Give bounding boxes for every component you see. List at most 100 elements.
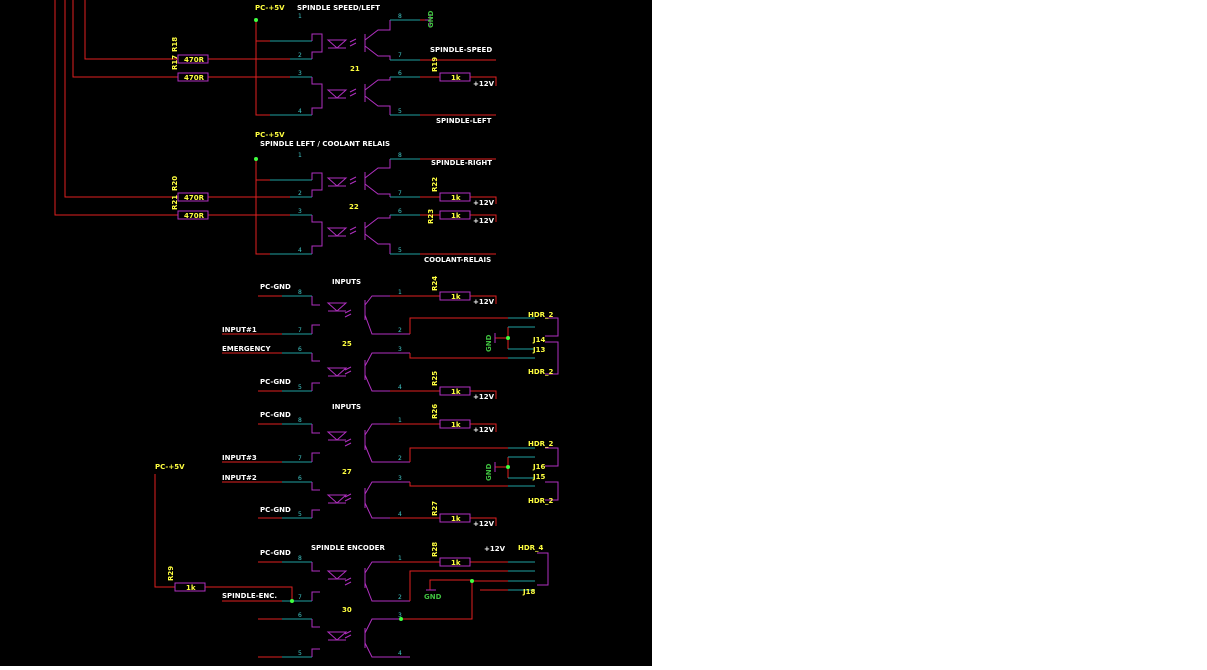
val-r25: 1k	[451, 388, 461, 396]
ref-u21: 21	[350, 65, 360, 73]
svg-text:2: 2	[298, 190, 302, 197]
ref-j13: J13	[532, 346, 545, 354]
net-12v-2: +12V	[473, 199, 495, 207]
ref-u22: 22	[349, 203, 359, 211]
svg-text:2: 2	[398, 327, 402, 334]
svg-text:7: 7	[398, 52, 402, 59]
svg-text:6: 6	[298, 475, 302, 482]
svg-text:8: 8	[298, 289, 302, 296]
net-input2: INPUT#2	[222, 474, 257, 482]
svg-text:4: 4	[398, 650, 402, 657]
block-title-1: SPINDLE SPEED/LEFT	[297, 4, 380, 12]
net-12v-7: +12V	[473, 520, 495, 528]
optocoupler-27: 87 65 12 34	[222, 417, 559, 526]
ref-r29: R29	[167, 566, 175, 581]
schematic-canvas[interactable]: 1 2 3 4 8 7 6 5 PC-+5V SPINDLE SPEED/LEFT GN…	[0, 0, 652, 666]
ref-r24: R24	[431, 276, 439, 291]
ref-r19: R19	[431, 57, 439, 72]
svg-text:3: 3	[398, 612, 402, 619]
ref-hdr4: HDR_4	[518, 544, 544, 552]
svg-text:3: 3	[298, 208, 302, 215]
ref-r21: R21	[171, 195, 179, 210]
val-r21: 470R	[184, 212, 205, 220]
block-title-3: SPINDLE ENCODER	[311, 544, 385, 552]
net-pc5v-2: PC-+5V	[255, 131, 285, 139]
svg-text:1: 1	[298, 13, 302, 20]
svg-text:5: 5	[298, 511, 302, 518]
net-12v-6: +12V	[473, 426, 495, 434]
svg-text:3: 3	[398, 475, 402, 482]
svg-text:2: 2	[298, 52, 302, 59]
net-pcgnd-1: PC-GND	[260, 283, 291, 291]
ref-j18: J18	[522, 588, 535, 596]
svg-text:2: 2	[398, 455, 402, 462]
empty-right-area	[652, 0, 1207, 666]
svg-text:6: 6	[298, 612, 302, 619]
net-12v-4: +12V	[473, 298, 495, 306]
ref-j14: J14	[532, 336, 545, 344]
val-r23: 1k	[451, 212, 461, 220]
net-coolant-relais: COOLANT-RELAIS	[424, 256, 491, 264]
svg-text:5: 5	[398, 247, 402, 254]
ref-hdr2-a: HDR_2	[528, 311, 554, 319]
net-spindle-left: SPINDLE-LEFT	[436, 117, 492, 125]
svg-text:7: 7	[398, 190, 402, 197]
optocoupler-25: 87 65 12 34	[222, 289, 559, 399]
block-title-inputs-1: INPUTS	[332, 278, 361, 286]
net-12v-8: +12V	[484, 545, 506, 553]
val-r17: 470R	[184, 56, 205, 64]
svg-text:8: 8	[398, 13, 402, 20]
svg-text:6: 6	[398, 70, 402, 77]
net-pcgnd-2: PC-GND	[260, 378, 291, 386]
ref-r18: R18	[171, 37, 179, 52]
net-input1: INPUT#1	[222, 326, 257, 334]
net-pcgnd-5: PC-GND	[260, 549, 291, 557]
val-r20: 470R	[184, 194, 205, 202]
svg-text:7: 7	[298, 455, 302, 462]
net-12v-3: +12V	[473, 217, 495, 225]
svg-text:5: 5	[398, 108, 402, 115]
ref-hdr2-c: HDR_2	[528, 440, 554, 448]
ref-r26: R26	[431, 404, 439, 419]
svg-text:7: 7	[298, 594, 302, 601]
net-spindle-speed: SPINDLE-SPEED	[430, 46, 492, 54]
net-gnd-3: GND	[485, 463, 493, 481]
net-pcgnd-3: PC-GND	[260, 411, 291, 419]
ref-r28: R28	[431, 542, 439, 557]
svg-text:1: 1	[298, 152, 302, 159]
net-gnd-1: GND	[427, 10, 435, 28]
net-input3: INPUT#3	[222, 454, 257, 462]
val-r22: 1k	[451, 194, 461, 202]
val-r27: 1k	[451, 515, 461, 523]
svg-text:5: 5	[298, 650, 302, 657]
ref-u27: 27	[342, 468, 352, 476]
svg-text:6: 6	[398, 208, 402, 215]
svg-text:4: 4	[398, 511, 402, 518]
net-12v-5: +12V	[473, 393, 495, 401]
svg-text:3: 3	[398, 346, 402, 353]
svg-text:1: 1	[398, 289, 402, 296]
net-spindle-right: SPINDLE-RIGHT	[431, 159, 492, 167]
net-pc5v-3: PC-+5V	[155, 463, 185, 471]
val-r19: 1k	[451, 74, 461, 82]
ref-r23: R23	[427, 209, 435, 224]
ref-r17: R17	[171, 55, 179, 70]
net-emergency: EMERGENCY	[222, 345, 271, 353]
ref-r27: R27	[431, 501, 439, 516]
left-bus-wires	[54, 0, 178, 216]
val-r28: 1k	[451, 559, 461, 567]
ref-r20: R20	[171, 176, 179, 191]
optocoupler-22: 12 34 87 65	[177, 152, 497, 255]
svg-text:4: 4	[398, 384, 402, 391]
optocoupler-21: 12 34 87 65	[177, 13, 497, 116]
val-r26: 1k	[451, 421, 461, 429]
net-pc5v-1: PC-+5V	[255, 4, 285, 12]
svg-text:8: 8	[298, 555, 302, 562]
net-12v-1: +12V	[473, 80, 495, 88]
ref-u25: 25	[342, 340, 352, 348]
svg-text:1: 1	[398, 555, 402, 562]
svg-text:8: 8	[398, 152, 402, 159]
svg-text:6: 6	[298, 346, 302, 353]
val-r18: 470R	[184, 74, 205, 82]
block-title-inputs-2: INPUTS	[332, 403, 361, 411]
